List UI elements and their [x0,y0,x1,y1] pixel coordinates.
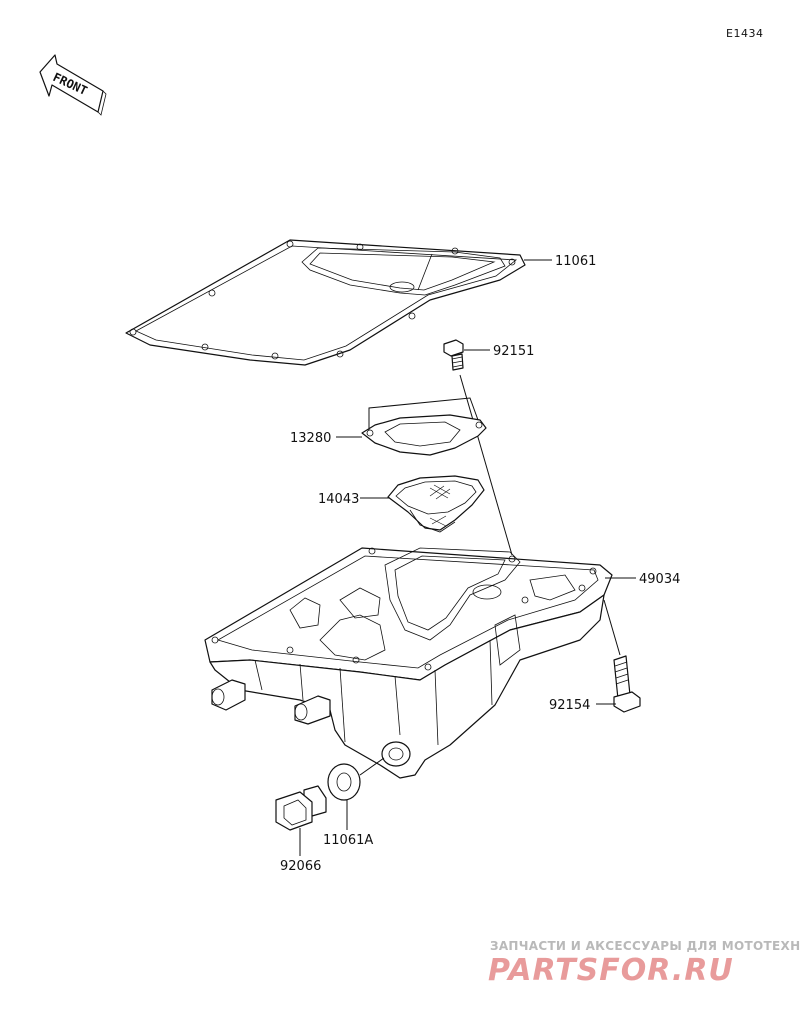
washer-11061A [327,763,361,801]
strainer-14043 [387,475,485,533]
part-label-11061A: 11061A [323,833,373,848]
watermark-logo: PARTSFOR.RU [488,953,734,988]
oil-pan-49034 [204,547,613,779]
drain-plug-92066 [275,785,327,831]
part-label-14043: 14043 [318,492,359,507]
bolt-92151 [443,339,464,371]
gasket-11061 [125,239,526,366]
part-label-92151: 92151 [493,344,534,359]
part-label-11061: 11061 [555,254,596,269]
part-label-49034: 49034 [639,572,680,587]
diagram-code: E1434 [726,27,763,40]
front-arrow-icon: FRONT [39,54,107,116]
part-label-92066: 92066 [280,859,321,874]
bolt-92154 [613,655,641,713]
gasket-13280 [361,414,487,456]
watermark-tagline: ЗАПЧАСТИ И АКСЕССУАРЫ ДЛЯ МОТОТЕХНИКИ [490,939,800,953]
part-label-13280: 13280 [290,431,331,446]
part-label-92154: 92154 [549,698,590,713]
